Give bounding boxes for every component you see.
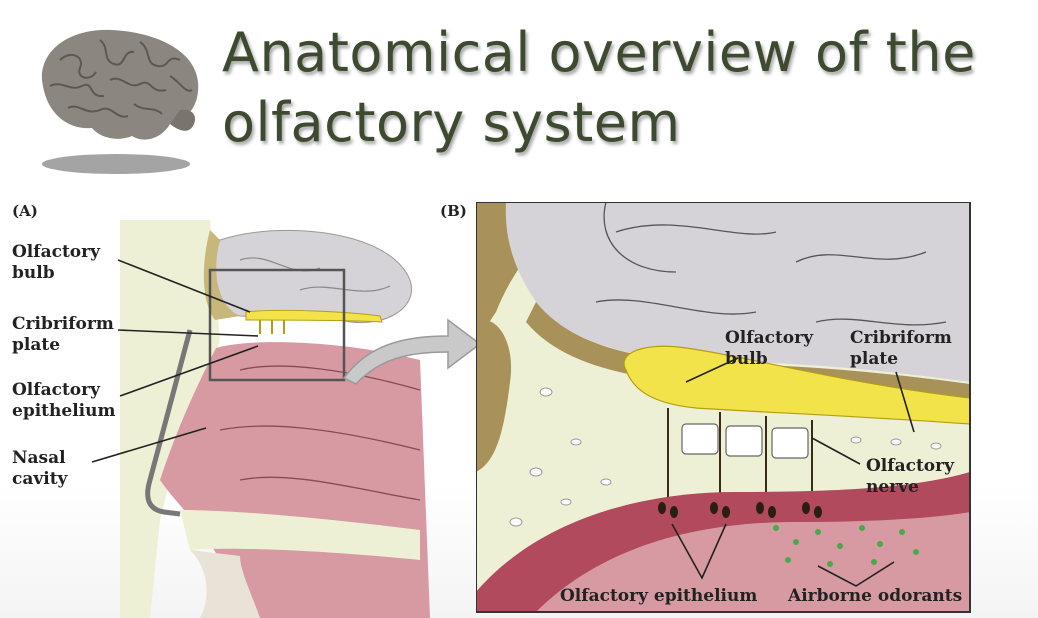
label-olfactory-bulb-b: Olfactory bulb: [725, 328, 813, 369]
label-cribriform-plate-a: Cribriform plate: [12, 314, 114, 355]
panel-b-label: (B): [440, 202, 467, 220]
label-cribriform-plate-b: Cribriform plate: [850, 328, 952, 369]
brain-icon: [41, 29, 199, 174]
title-line-1: Anatomical overview of the: [222, 21, 976, 84]
panel-b-illustration: [476, 202, 971, 613]
panel-a-leader-lines: [91, 259, 259, 463]
label-olfactory-nerve-b: Olfactory nerve: [866, 456, 954, 497]
slide-title: Anatomical overview of the olfactory sys…: [222, 18, 1022, 158]
figure: (A) Olfactory bulb Cribriform plate Olfa…: [0, 190, 1038, 618]
label-airborne-odorants-b: Airborne odorants: [788, 586, 963, 606]
label-olfactory-epithelium-b: Olfactory epithelium: [560, 586, 758, 606]
panel-a-label: (A): [12, 202, 38, 220]
label-nasal-cavity-a: Nasal cavity: [12, 448, 68, 489]
panel-a-illustration: [120, 220, 430, 618]
title-line-2: olfactory system: [222, 91, 681, 154]
label-olfactory-epithelium-a: Olfactory epithelium: [12, 380, 116, 421]
label-olfactory-bulb-a: Olfactory bulb: [12, 242, 100, 283]
